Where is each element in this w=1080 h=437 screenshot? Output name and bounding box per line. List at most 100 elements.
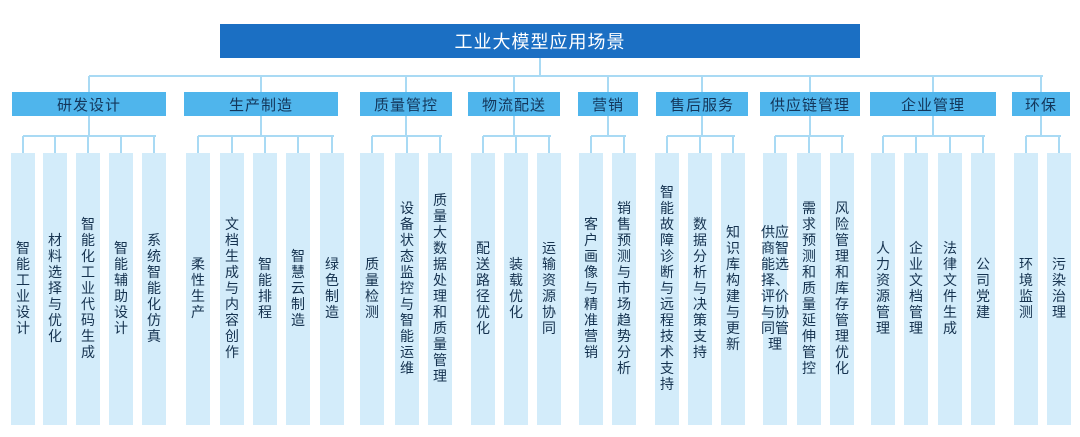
scenario-leaf: 供应商智能选择、评价与协同管理 — [761, 153, 789, 425]
category-node: 质量管控 — [360, 92, 452, 116]
leaf-drop — [264, 136, 266, 153]
leaf-drop — [231, 136, 233, 153]
leaf-drop — [666, 136, 668, 153]
scenario-leaf: 客户画像与精准营销 — [579, 153, 603, 425]
leaf-drop — [915, 136, 917, 153]
scenario-leaf: 绿色制造 — [320, 153, 344, 425]
scenario-label: 柔性生产 — [191, 257, 205, 321]
scenario-leaf: 污染治理 — [1047, 153, 1071, 425]
category-label: 供应链管理 — [769, 95, 850, 114]
leaf-bus — [591, 135, 626, 137]
category-label: 企业管理 — [900, 95, 965, 114]
leaf-bus — [23, 135, 156, 137]
category-drop — [809, 76, 811, 92]
leaf-drop — [548, 136, 550, 153]
leaf-drop — [54, 136, 56, 153]
leaf-drop — [774, 136, 776, 153]
scenario-label: 法律文件生成 — [943, 241, 957, 337]
scenario-label: 智能故障诊断与远程技术支持 — [660, 185, 674, 393]
scenario-label: 污染治理 — [1052, 257, 1066, 321]
scenario-leaf: 系统智能化仿真 — [142, 153, 166, 425]
leaf-drop — [515, 136, 517, 153]
leaf-drop — [1058, 136, 1060, 153]
scenario-label: 智能辅助设计 — [114, 241, 128, 337]
leaf-drop — [841, 136, 843, 153]
scenario-label: 配送路径优化 — [476, 241, 490, 337]
scenario-leaf: 企业文档管理 — [904, 153, 928, 425]
leaf-drop — [439, 136, 441, 153]
leaf-drop — [482, 136, 484, 153]
leaf-drop — [623, 136, 625, 153]
scenario-label: 质量检测 — [365, 257, 379, 321]
scenario-leaf: 智慧云制造 — [286, 153, 310, 425]
leaf-drop — [1025, 136, 1027, 153]
leaf-drop — [406, 136, 408, 153]
scenario-label: 环境监测 — [1019, 257, 1033, 321]
scenario-label: 数据分析与决策支持 — [693, 217, 707, 361]
category-drop — [932, 76, 934, 92]
scenario-label: 装载优化 — [509, 257, 523, 321]
scenario-leaf: 法律文件生成 — [938, 153, 962, 425]
category-drop — [260, 76, 262, 92]
category-stem — [405, 116, 407, 136]
scenario-label: 智慧云制造 — [291, 249, 305, 329]
scenario-label: 供应商智能选择、评价与协同管理 — [761, 225, 789, 353]
category-node: 研发设计 — [12, 92, 166, 116]
root-stem — [539, 58, 541, 76]
category-drop — [405, 76, 407, 92]
leaf-drop — [371, 136, 373, 153]
category-label: 物流配送 — [481, 95, 546, 114]
category-node: 营销 — [578, 92, 638, 116]
category-label: 生产制造 — [228, 95, 293, 114]
leaf-drop — [590, 136, 592, 153]
category-stem — [1040, 116, 1042, 136]
scenario-label: 需求预测和质量延伸管控 — [802, 201, 816, 377]
scenario-label: 质量大数据处理和质量管理 — [433, 193, 447, 385]
leaf-drop — [22, 136, 24, 153]
scenario-leaf: 材料选择与优化 — [43, 153, 67, 425]
leaf-drop — [882, 136, 884, 153]
scenario-leaf: 柔性生产 — [186, 153, 210, 425]
scenario-label: 智能化工业代码生成 — [81, 217, 95, 361]
leaf-bus — [483, 135, 551, 137]
category-drop — [513, 76, 515, 92]
leaf-drop — [87, 136, 89, 153]
leaf-drop — [808, 136, 810, 153]
scenario-label: 人力资源管理 — [876, 241, 890, 337]
scenario-label: 风险管理和库存管理优化 — [835, 201, 849, 377]
scenario-label: 公司党建 — [976, 257, 990, 321]
scenario-label: 运输资源协同 — [542, 241, 556, 337]
category-label: 质量管控 — [373, 95, 438, 114]
scenario-label: 企业文档管理 — [909, 241, 923, 337]
scenario-label: 智能排程 — [258, 257, 272, 321]
scenario-leaf: 环境监测 — [1014, 153, 1038, 425]
scenario-leaf: 需求预测和质量延伸管控 — [797, 153, 821, 425]
scenario-leaf: 质量大数据处理和质量管理 — [428, 153, 452, 425]
leaf-bus — [198, 135, 334, 137]
leaf-drop — [982, 136, 984, 153]
leaf-bus — [1026, 135, 1061, 137]
category-drop — [607, 76, 609, 92]
root-node: 工业大模型应用场景 — [220, 24, 860, 58]
category-node: 环保 — [1012, 92, 1070, 116]
scenario-label: 知识库构建与更新 — [726, 225, 740, 353]
scenario-leaf: 公司党建 — [971, 153, 995, 425]
scenario-label: 智能工业设计 — [16, 241, 30, 337]
category-label: 售后服务 — [669, 95, 734, 114]
category-label: 营销 — [591, 95, 624, 114]
scenario-leaf: 质量检测 — [360, 153, 384, 425]
category-label: 环保 — [1024, 95, 1057, 114]
scenario-leaf: 运输资源协同 — [537, 153, 561, 425]
scenario-leaf: 知识库构建与更新 — [721, 153, 745, 425]
category-drop — [701, 76, 703, 92]
category-node: 物流配送 — [468, 92, 560, 116]
scenario-leaf: 智能故障诊断与远程技术支持 — [655, 153, 679, 425]
leaf-bus — [667, 135, 735, 137]
scenario-leaf: 数据分析与决策支持 — [688, 153, 712, 425]
category-stem — [932, 116, 934, 136]
root-title: 工业大模型应用场景 — [454, 32, 626, 53]
scenario-leaf: 风险管理和库存管理优化 — [830, 153, 854, 425]
leaf-drop — [949, 136, 951, 153]
category-node: 企业管理 — [870, 92, 996, 116]
